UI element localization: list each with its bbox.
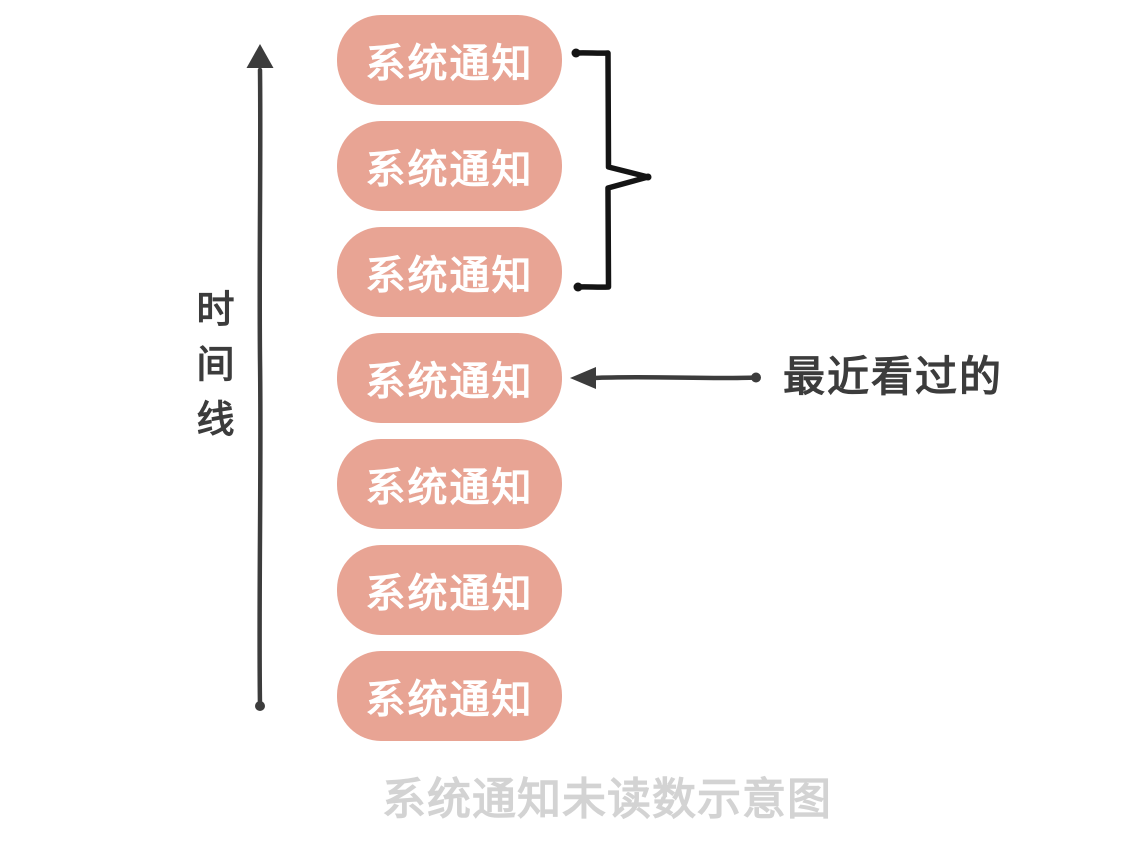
notification-box-label: 系统通知 — [365, 42, 534, 86]
timeline-label: 时间线 — [190, 289, 232, 454]
notification-box-label: 系统通知 — [365, 466, 534, 510]
caption: 系统通知未读数示意图 — [382, 775, 832, 824]
notification-box: 系统通知 — [337, 121, 562, 211]
notification-stack: 系统通知 系统通知 系统通知 系统通知 系统通知 系统通知 系统通知 — [337, 15, 562, 741]
notification-box-label: 系统通知 — [365, 148, 534, 192]
notification-box: 系统通知 — [337, 545, 562, 635]
group-brace-icon — [571, 48, 652, 292]
recent-label: 最近看过的 — [783, 353, 1004, 400]
notification-box-label: 系统通知 — [365, 572, 534, 616]
recent-left-arrow-icon — [570, 367, 761, 389]
notification-box: 系统通知 — [337, 651, 562, 741]
notification-box-label: 系统通知 — [365, 360, 534, 404]
timeline-up-arrow-icon — [246, 44, 274, 711]
notification-box-label: 系统通知 — [365, 254, 534, 298]
notification-box: 系统通知 — [337, 333, 562, 423]
notification-box: 系统通知 — [337, 227, 562, 317]
notification-box: 系统通知 — [337, 439, 562, 529]
notification-box: 系统通知 — [337, 15, 562, 105]
notification-box-label: 系统通知 — [365, 678, 534, 722]
